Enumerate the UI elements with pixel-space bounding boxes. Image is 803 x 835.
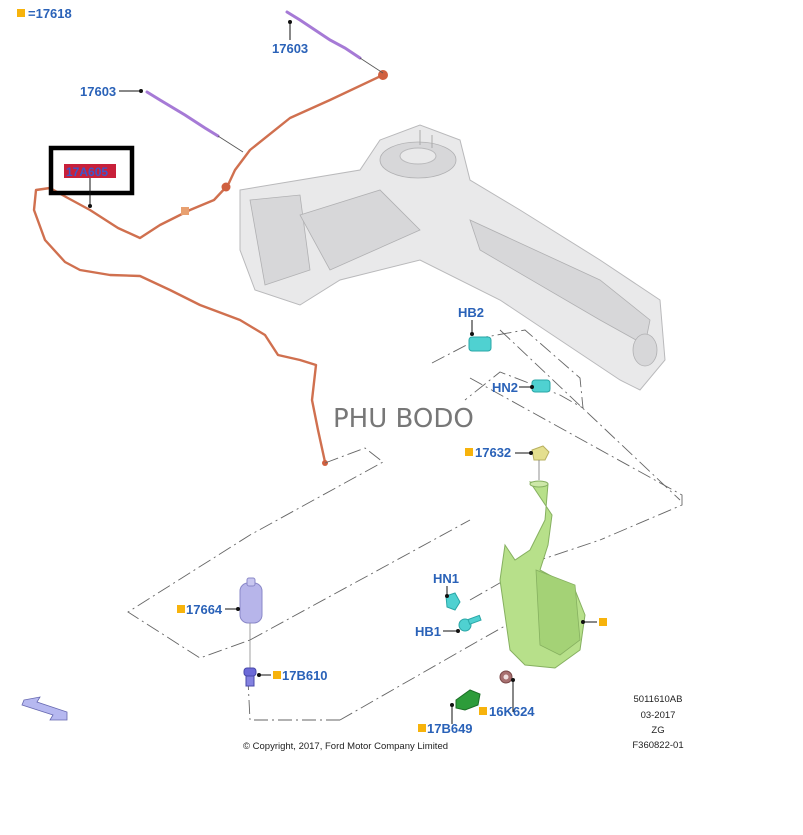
callout-hb2[interactable]: HB2 (458, 305, 484, 336)
callout-17664[interactable]: 17664 (177, 602, 240, 617)
assembly-lines (127, 329, 683, 721)
hose-connector-icon (221, 182, 231, 192)
meta-line-3: ZG (651, 725, 664, 736)
callout-17A605-highlight[interactable]: 17A605 (48, 145, 135, 208)
meta-line-2: 03-2017 (641, 710, 676, 721)
meta-line-1: 5011610AB (634, 694, 683, 705)
callout-hn1[interactable]: HN1 (433, 571, 459, 598)
reservoir-cap[interactable] (531, 445, 550, 480)
callout-17B610[interactable]: 17B610 (257, 668, 328, 683)
callout-text: 17B610 (282, 668, 328, 683)
callout-hb1[interactable]: HB1 (415, 624, 460, 639)
legend: =17618 (17, 6, 72, 21)
level-sensor[interactable] (455, 689, 481, 711)
body-frame-rail[interactable] (239, 124, 666, 391)
meta-line-4: F360822-01 (632, 740, 683, 751)
callout-text: HB2 (458, 305, 484, 320)
clip-hn2[interactable] (531, 379, 551, 393)
legend-marker-icon (17, 9, 25, 17)
hose-clip-icon (181, 207, 189, 215)
fastener-hb1[interactable] (458, 614, 482, 632)
callout-17603-right[interactable]: 17603 (272, 20, 308, 56)
watermark: PHU BODO (333, 404, 474, 434)
grommet-sensor[interactable] (499, 670, 513, 684)
callout-text: HN2 (492, 380, 518, 395)
callout-text: 16K624 (489, 704, 535, 719)
callout-text: HN1 (433, 571, 459, 586)
callout-text: HB1 (415, 624, 441, 639)
copyright-text: © Copyright, 2017, Ford Motor Company Li… (243, 741, 448, 752)
callout-text: 17A605 (66, 165, 108, 179)
grommet-pump[interactable] (243, 667, 257, 687)
legend-text: =17618 (28, 6, 72, 21)
fastener-hn1[interactable] (445, 592, 461, 611)
washer-nozzle-left[interactable] (145, 90, 244, 153)
callout-text: 17B649 (427, 721, 473, 736)
callout-reservoir-marker[interactable] (581, 618, 607, 626)
callout-17632[interactable]: 17632 (465, 445, 533, 460)
callout-text: 17603 (80, 84, 116, 99)
direction-arrow-icon (21, 696, 68, 721)
highlight-box (48, 145, 135, 196)
callout-hn2[interactable]: HN2 (492, 380, 534, 395)
callout-text: 17664 (186, 602, 223, 617)
callout-16K624[interactable]: 16K624 (479, 678, 535, 719)
clip-hb2[interactable] (468, 336, 492, 352)
callout-17B649[interactable]: 17B649 (418, 703, 473, 736)
hose-connector-icon (378, 70, 388, 80)
callout-17603-left[interactable]: 17603 (80, 84, 143, 99)
washer-reservoir[interactable] (499, 480, 586, 669)
washer-nozzle-right[interactable] (285, 10, 384, 74)
drawing-reference-block: 5011610AB 03-2017 ZG F360822-01 (632, 694, 683, 751)
washer-pump[interactable] (239, 577, 263, 668)
callout-text: 17603 (272, 41, 308, 56)
callout-text: 17632 (475, 445, 511, 460)
washer-hose[interactable] (32, 70, 388, 466)
